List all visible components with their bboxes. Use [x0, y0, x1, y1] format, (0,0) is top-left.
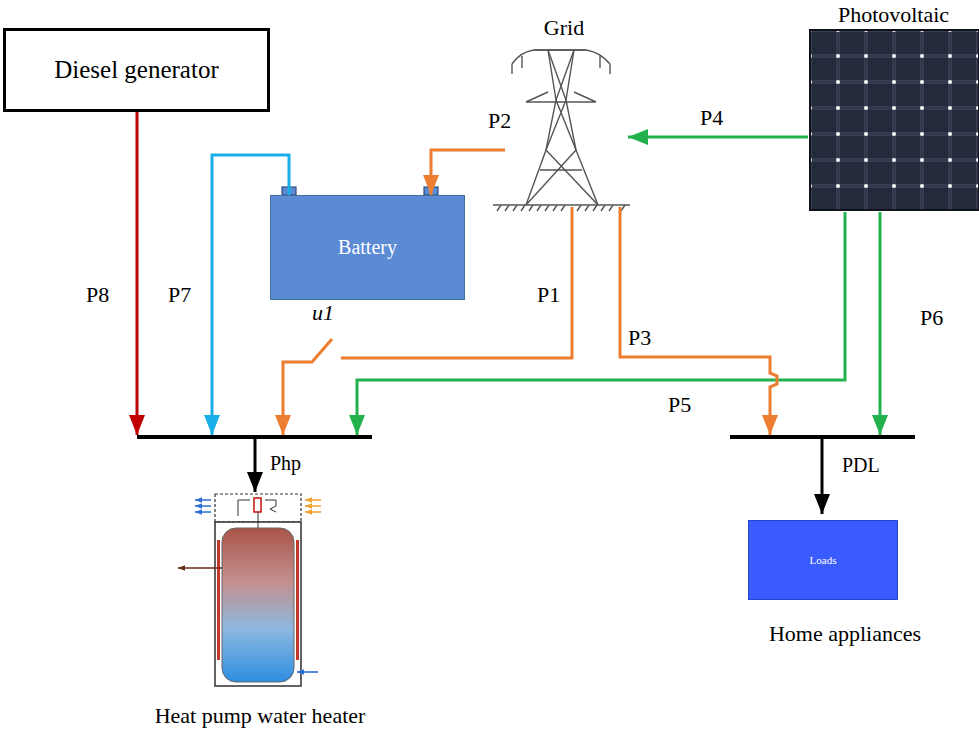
power-flow [628, 136, 808, 139]
flow-label: P5 [668, 392, 691, 417]
generator-box: Diesel generator [3, 28, 270, 112]
pv-panel: Photovoltaic [808, 0, 979, 212]
load-arrow [254, 439, 257, 492]
grid-pylon: Grid [505, 15, 623, 207]
battery-box: Battery [270, 195, 465, 300]
node-title: Diesel generator [54, 56, 219, 85]
power-flow [879, 212, 882, 435]
bus-bar [137, 435, 372, 439]
battery-terminal [282, 187, 438, 195]
node-title: Loads [810, 554, 837, 567]
node-caption: Heat pump water heater [155, 703, 366, 728]
flow-label: P6 [920, 305, 943, 330]
power-flow [431, 150, 505, 195]
node-title: Photovoltaic [838, 2, 949, 27]
flow-label: P7 [168, 282, 191, 307]
flow-label: P2 [488, 108, 511, 133]
water-heater-art [178, 494, 321, 686]
pylon-art [493, 50, 630, 211]
switch-label: u1 [312, 300, 334, 325]
node-caption: Home appliances [769, 621, 921, 646]
node-title: Grid [544, 15, 584, 40]
loads-box: LoadsHome appliances [748, 520, 898, 600]
node-title: Battery [338, 236, 397, 259]
flow-label: P3 [628, 325, 651, 350]
flow-label: P4 [700, 105, 723, 130]
power-flow [620, 207, 777, 435]
power-label: PDL [842, 454, 880, 477]
load-arrow [821, 439, 824, 514]
flow-label: P8 [86, 282, 109, 307]
water-heater: Heat pump water heater [140, 488, 380, 728]
bus-bar [730, 435, 915, 439]
pv-panel-art [810, 30, 979, 210]
power-flow [136, 112, 139, 435]
flow-label: P1 [537, 282, 560, 307]
power-label: Php [270, 452, 301, 475]
